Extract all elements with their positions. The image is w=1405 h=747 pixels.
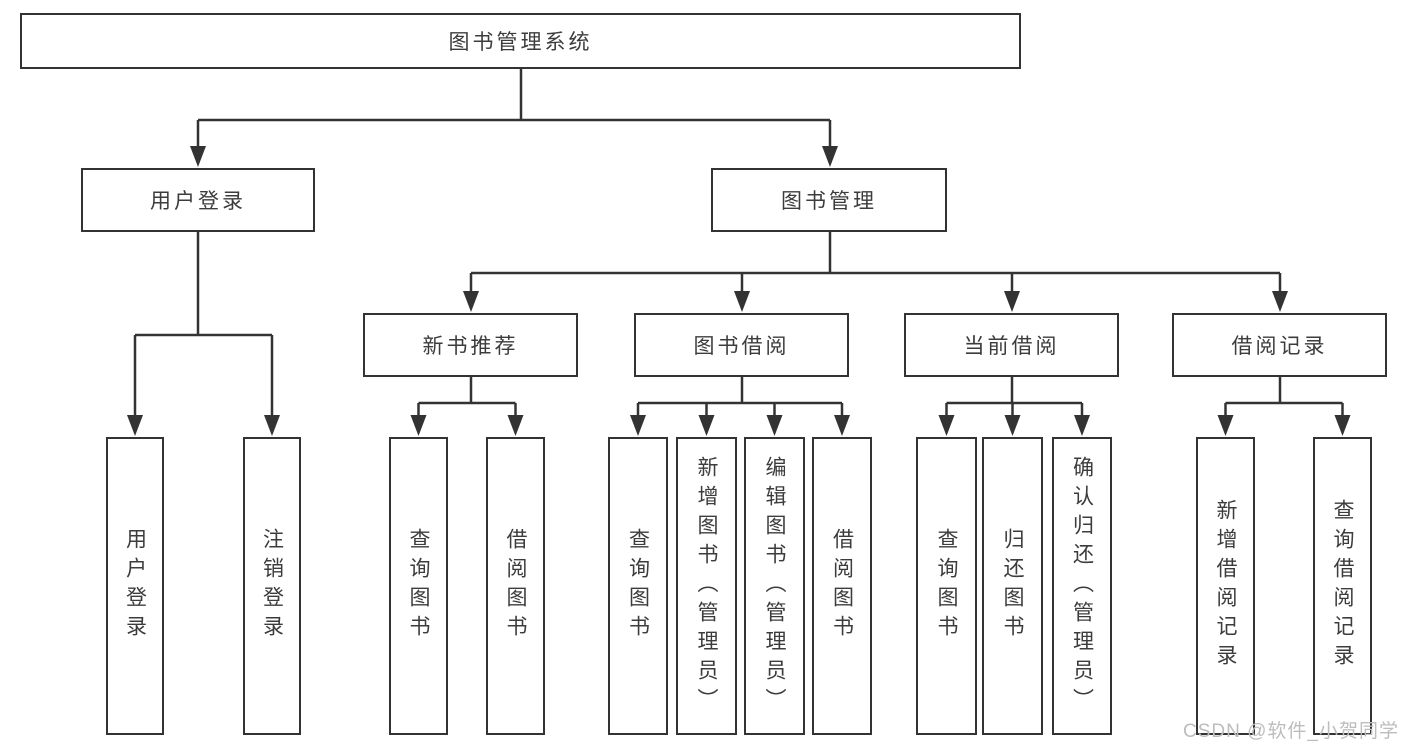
arrow-down-icon xyxy=(630,415,646,436)
node-current-borrowing-label: 当前借阅 xyxy=(963,335,1060,358)
leaf-current-return-books-label: 归还图书 xyxy=(1001,528,1024,644)
leaf-recommend-query-books-label: 查询图书 xyxy=(407,528,430,644)
arrow-down-icon xyxy=(410,415,427,436)
leaf-logout: 注销登录 xyxy=(243,437,301,735)
arrow-down-icon xyxy=(1272,291,1288,312)
arrow-down-icon xyxy=(127,415,143,436)
arrow-down-icon xyxy=(834,415,850,436)
leaf-records-add-borrow-record: 新增借阅记录 xyxy=(1196,437,1255,735)
node-root-label: 图书管理系统 xyxy=(448,31,593,54)
leaf-borrowing-edit-books-admin: 编辑图书（管理员） xyxy=(744,437,805,735)
node-current-borrowing: 当前借阅 xyxy=(904,313,1119,377)
arrow-down-icon xyxy=(766,415,783,436)
leaf-user-login: 用户登录 xyxy=(106,437,164,735)
node-user-login-label: 用户登录 xyxy=(150,190,246,213)
node-book-management-label: 图书管理 xyxy=(781,190,877,213)
leaf-records-add-borrow-record-label: 新增借阅记录 xyxy=(1214,499,1237,673)
arrow-down-icon xyxy=(822,146,838,167)
arrow-down-icon xyxy=(938,415,955,436)
node-borrowing-records: 借阅记录 xyxy=(1172,313,1387,377)
node-borrowing-records-label: 借阅记录 xyxy=(1231,335,1328,358)
arrow-down-icon xyxy=(507,415,524,436)
arrow-down-icon xyxy=(734,291,750,312)
leaf-borrowing-borrow-books-label: 借阅图书 xyxy=(830,528,854,644)
leaf-recommend-borrow-books-label: 借阅图书 xyxy=(504,528,527,644)
leaf-records-query-borrow-record-label: 查询借阅记录 xyxy=(1331,499,1354,673)
arrow-down-icon xyxy=(1004,415,1021,436)
arrow-down-icon xyxy=(1334,415,1351,436)
arrow-down-icon xyxy=(1074,415,1090,436)
watermark: CSDN @软件_小贺同学 xyxy=(1183,721,1399,742)
leaf-current-confirm-return-admin-label: 确认归还（管理员） xyxy=(1070,455,1094,717)
arrow-down-icon xyxy=(1217,415,1234,436)
node-book-borrowing-label: 图书借阅 xyxy=(693,335,790,358)
leaf-current-query-books: 查询图书 xyxy=(916,437,977,735)
arrow-down-icon xyxy=(698,415,715,436)
leaf-borrowing-borrow-books: 借阅图书 xyxy=(812,437,872,735)
leaf-borrowing-query-books: 查询图书 xyxy=(608,437,668,735)
leaf-logout-label: 注销登录 xyxy=(260,528,284,644)
leaf-current-confirm-return-admin: 确认归还（管理员） xyxy=(1052,437,1112,735)
leaf-records-query-borrow-record: 查询借阅记录 xyxy=(1313,437,1372,735)
leaf-current-query-books-label: 查询图书 xyxy=(935,528,958,644)
node-new-book-recommendation-label: 新书推荐 xyxy=(422,335,519,358)
leaf-user-login-label: 用户登录 xyxy=(123,528,147,644)
arrow-down-icon xyxy=(1004,291,1020,312)
node-book-borrowing: 图书借阅 xyxy=(634,313,849,377)
leaf-borrowing-add-books-admin-label: 新增图书（管理员） xyxy=(695,455,718,717)
node-root: 图书管理系统 xyxy=(20,13,1021,69)
arrow-down-icon xyxy=(264,415,280,436)
leaf-borrowing-edit-books-admin-label: 编辑图书（管理员） xyxy=(763,455,786,717)
leaf-current-return-books: 归还图书 xyxy=(982,437,1043,735)
connector-path xyxy=(133,69,1344,418)
arrow-down-icon xyxy=(463,291,479,312)
node-user-login: 用户登录 xyxy=(81,168,315,232)
node-book-management: 图书管理 xyxy=(711,168,947,232)
leaf-recommend-query-books: 查询图书 xyxy=(389,437,448,735)
leaf-borrowing-query-books-label: 查询图书 xyxy=(626,528,650,644)
node-new-book-recommendation: 新书推荐 xyxy=(363,313,578,377)
leaf-recommend-borrow-books: 借阅图书 xyxy=(486,437,545,735)
leaf-borrowing-add-books-admin: 新增图书（管理员） xyxy=(676,437,737,735)
arrow-down-icon xyxy=(190,146,206,167)
